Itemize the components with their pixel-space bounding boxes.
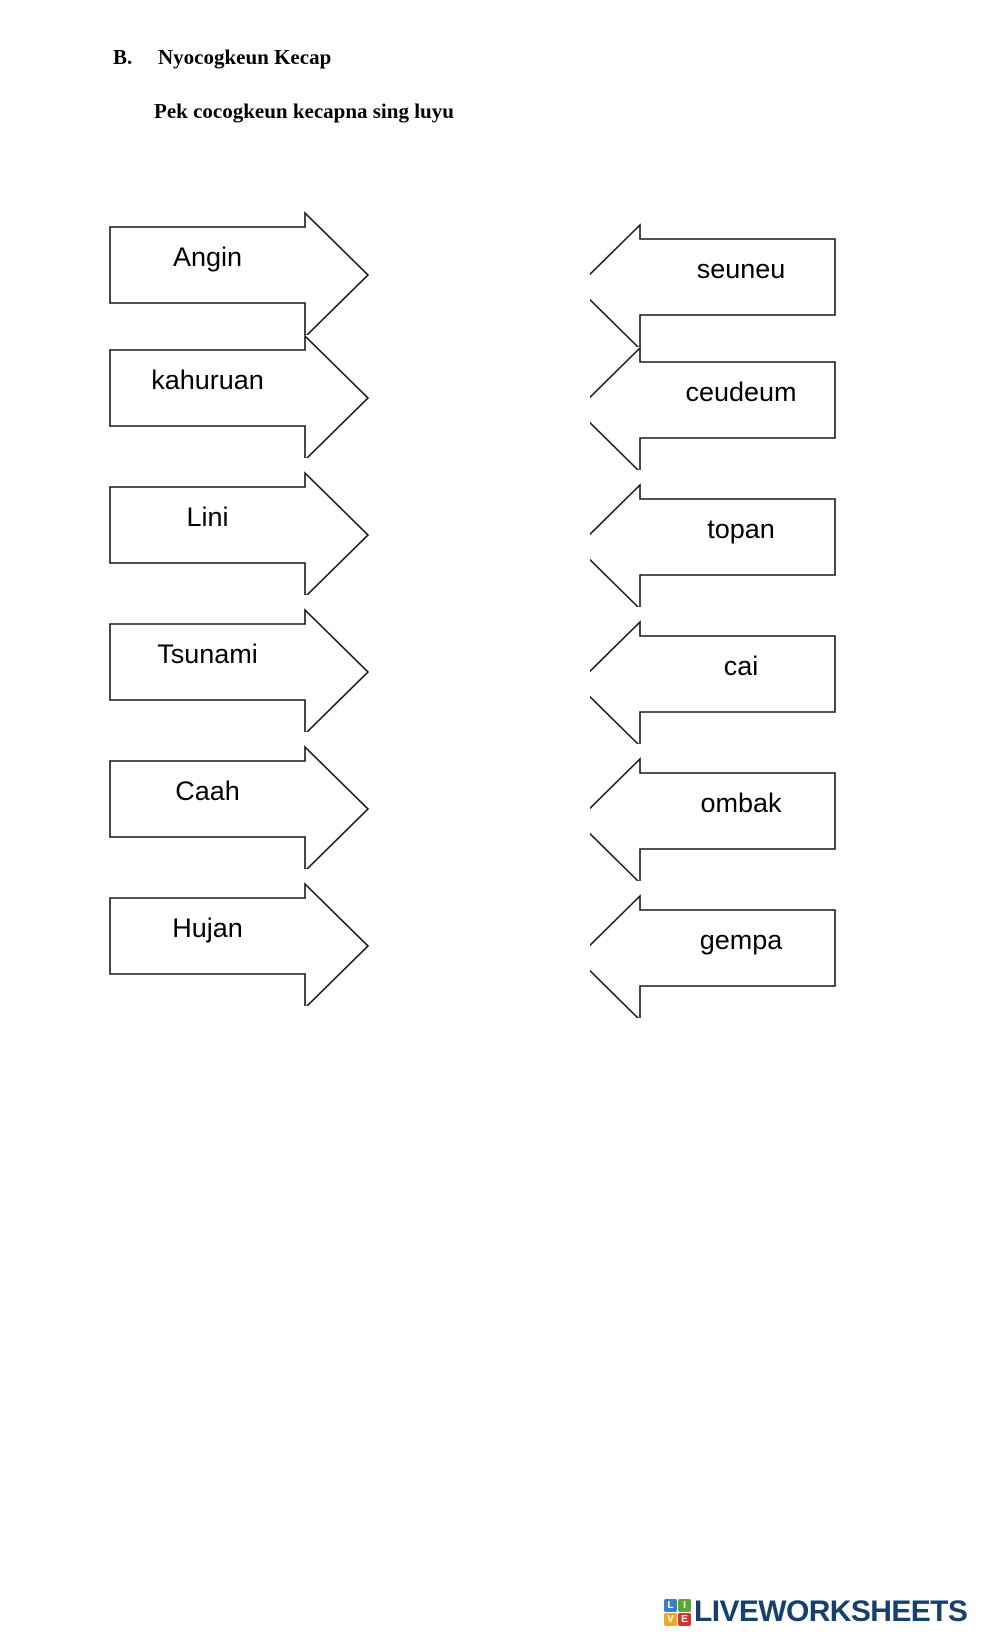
arrow-right-icon bbox=[109, 745, 370, 869]
arrow-left-icon bbox=[590, 346, 836, 470]
liveworksheets-logo[interactable]: L I V E LIVEWORKSHEETS bbox=[664, 1592, 968, 1632]
right-arrow-label-3: topan bbox=[707, 514, 775, 544]
matching-row: Lini topan bbox=[0, 455, 1000, 607]
right-arrow-item-3[interactable]: topan bbox=[590, 467, 890, 607]
arrow-left-icon bbox=[590, 894, 836, 1018]
matching-exercise: Angin seuneu kahuruan ceudeum bbox=[0, 195, 1000, 1018]
arrow-right-icon bbox=[109, 211, 370, 335]
matching-row: Angin seuneu bbox=[0, 195, 1000, 347]
left-arrow-label-5: Caah bbox=[175, 776, 240, 806]
matching-row: Tsunami cai bbox=[0, 592, 1000, 744]
right-arrow-label-1: seuneu bbox=[696, 254, 786, 284]
left-arrow-item-4[interactable]: Tsunami bbox=[100, 592, 400, 732]
logo-wordmark: LIVEWORKSHEETS bbox=[694, 1595, 968, 1628]
logo-tile-v-icon: V bbox=[664, 1612, 677, 1626]
page-title: Nyocogkeun Kecap bbox=[158, 45, 332, 69]
left-arrow-label-1: Angin bbox=[172, 242, 243, 272]
right-arrow-label-6: gempa bbox=[699, 925, 783, 955]
right-arrow-item-4[interactable]: cai bbox=[590, 604, 890, 744]
arrow-right-icon bbox=[109, 334, 370, 458]
arrow-left-icon bbox=[590, 223, 836, 347]
matching-row: Hujan gempa bbox=[0, 866, 1000, 1018]
instruction-text: Pek cocogkeun kecapna sing luyu bbox=[154, 99, 454, 123]
left-arrow-item-1[interactable]: Angin bbox=[100, 195, 400, 335]
left-arrow-item-2[interactable]: kahuruan bbox=[100, 318, 400, 458]
logo-tile-l-icon: L bbox=[664, 1598, 677, 1612]
logo-tile-i-icon: I bbox=[678, 1598, 691, 1612]
logo-tile-e-icon: E bbox=[678, 1612, 691, 1626]
arrow-left-icon bbox=[590, 620, 836, 744]
arrow-right-icon bbox=[109, 882, 370, 1006]
right-arrow-label-2: ceudeum bbox=[685, 377, 797, 407]
right-arrow-item-1[interactable]: seuneu bbox=[590, 207, 890, 347]
left-arrow-item-5[interactable]: Caah bbox=[100, 729, 400, 869]
left-arrow-label-3: Lini bbox=[186, 502, 229, 532]
logo-tile-grid: L I V E bbox=[664, 1598, 691, 1626]
arrow-left-icon bbox=[590, 483, 836, 607]
right-arrow-item-6[interactable]: gempa bbox=[590, 878, 890, 1018]
matching-row: kahuruan ceudeum bbox=[0, 318, 1000, 470]
arrow-right-icon bbox=[109, 471, 370, 595]
left-arrow-label-6: Hujan bbox=[172, 913, 243, 943]
arrow-right-icon bbox=[109, 608, 370, 732]
left-arrow-label-4: Tsunami bbox=[157, 639, 258, 669]
matching-row: Caah ombak bbox=[0, 729, 1000, 881]
right-arrow-label-5: ombak bbox=[700, 788, 782, 818]
right-arrow-item-2[interactable]: ceudeum bbox=[590, 330, 890, 470]
left-arrow-item-6[interactable]: Hujan bbox=[100, 866, 400, 1006]
section-letter: B. bbox=[113, 45, 133, 69]
right-arrow-label-4: cai bbox=[723, 651, 759, 681]
left-arrow-label-2: kahuruan bbox=[151, 365, 264, 395]
arrow-left-icon bbox=[590, 757, 836, 881]
right-arrow-item-5[interactable]: ombak bbox=[590, 741, 890, 881]
left-arrow-item-3[interactable]: Lini bbox=[100, 455, 400, 595]
